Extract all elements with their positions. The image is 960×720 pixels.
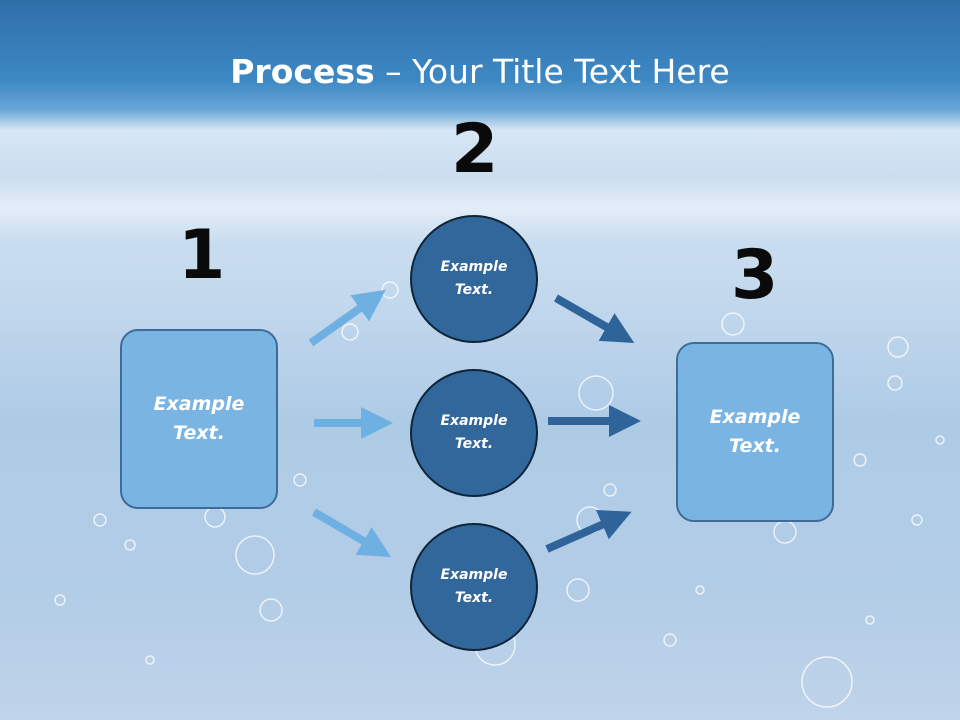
step-2-circle-bottom-text: Example Text. (440, 567, 508, 606)
step-1-number: 1 (178, 216, 226, 295)
step-2-circle-bottom: Example Text. (410, 523, 538, 651)
arrow-top-to-3 (554, 294, 635, 343)
arrow-1-to-bottom (311, 508, 392, 558)
slide-title: Process – Your Title Text Here (0, 52, 960, 91)
title-bold: Process (230, 52, 375, 91)
step-2-circle-middle: Example Text. (410, 369, 538, 497)
step-2-circle-top-text: Example Text. (440, 259, 508, 298)
step-2-circle-top: Example Text. (410, 215, 538, 343)
step-3-text: Example Text. (709, 406, 801, 457)
step-2-circle-middle-text: Example Text. (440, 413, 508, 452)
title-rest: – Your Title Text Here (374, 52, 730, 91)
step-2-number: 2 (451, 110, 499, 189)
arrow-bottom-to-3 (545, 509, 632, 553)
step-3-box: Example Text. (676, 342, 834, 522)
arrow-1-to-top (308, 289, 386, 347)
step-3-number: 3 (731, 236, 779, 315)
step-1-box: Example Text. (120, 329, 278, 509)
step-1-text: Example Text. (153, 393, 245, 444)
